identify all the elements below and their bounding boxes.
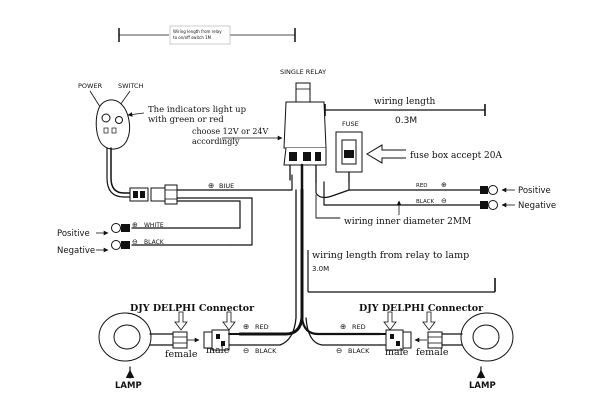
indicator-note-line-1: The indicators light up <box>148 105 247 115</box>
white-wire-label: WHITE <box>144 222 164 229</box>
single-relay: SINGLE RELAY choose 12V or 24V according… <box>192 68 327 192</box>
relay-wiring-length: wiring length 0.3M <box>324 97 486 126</box>
switch-label: SWITCH <box>118 82 144 90</box>
battery-terminals-right: Positive Negative <box>480 185 556 211</box>
plus-symbol-left-lamp: ⊕ <box>243 322 249 331</box>
relay-to-lamp-value: 3.0M <box>312 265 329 273</box>
blue-wire-label: BIUE <box>219 182 234 190</box>
red-wire-label-right: RED <box>352 323 366 331</box>
minus-symbol-left-lamp: ⊖ <box>243 346 249 355</box>
fuse-note: fuse box accept 20A <box>410 151 503 161</box>
plus-symbol-blue: ⊕ <box>208 181 214 190</box>
left-lamp: LAMP <box>98 312 174 391</box>
inner-diameter-note: wiring inner diameter 2MM <box>344 217 471 227</box>
note-box <box>169 25 231 45</box>
plus-symbol-white: ⊕ <box>132 221 138 229</box>
relay-voltage-line-1: choose 12V or 24V <box>192 127 269 136</box>
black-wire-label-top: BLACK <box>416 199 434 205</box>
left-connector-title: DJY DELPHI Connector <box>130 303 255 314</box>
wiring-length-label: wiring length <box>374 97 436 107</box>
positive-label-left: Positive <box>57 229 90 239</box>
red-wire-label-left: RED <box>255 323 269 331</box>
minus-symbol-black: ⊖ <box>132 238 138 246</box>
note-box-line-2: to on/off switch 1M <box>173 35 212 40</box>
positive-label-right: Positive <box>518 186 551 196</box>
negative-label-right: Negative <box>518 201 556 211</box>
right-female-connector <box>427 331 443 349</box>
indicator-note-line-2: with green or red <box>148 115 224 125</box>
switch-button <box>115 116 123 124</box>
left-male-label: male <box>206 345 230 356</box>
right-lamp: LAMP <box>441 312 514 391</box>
left-female-label: female <box>165 349 198 360</box>
switch-plug <box>129 184 178 205</box>
on-off-switch: POWER SWITCH The indicators light up wit… <box>78 82 247 150</box>
relay-to-lamp-label: wiring length from relay to lamp <box>312 250 469 261</box>
plus-symbol-right-lamp: ⊕ <box>340 322 346 331</box>
power-indicator <box>101 113 111 123</box>
battery-terminals-left: ⊕ WHITE ⊖ BLACK Positive Negative <box>57 221 241 256</box>
black-wire-label-bottom-left: BLACK <box>255 347 277 355</box>
note-box-line-1: Wiring length from relay <box>173 29 222 34</box>
relay-to-lamp-length: wiring length from relay to lamp 3.0M <box>307 250 496 293</box>
switch-body <box>95 99 131 150</box>
negative-label-left: Negative <box>57 246 95 256</box>
right-male-label: male <box>385 347 409 358</box>
left-female-connector <box>172 331 188 349</box>
switch-wire-length-note: Wiring length from relay to on/off switc… <box>118 25 296 45</box>
fuse-box: FUSE fuse box accept 20A <box>335 120 503 183</box>
black-wire-label-bottom-right: BLACK <box>348 347 370 355</box>
right-lamp-label: LAMP <box>469 381 496 391</box>
relay-body <box>283 101 327 149</box>
minus-symbol-top: ⊖ <box>441 197 447 205</box>
black-wire-label-left: BLACK <box>144 239 165 246</box>
left-delphi-connector: DJY DELPHI Connector female male <box>130 303 255 360</box>
fuse-title: FUSE <box>342 120 359 128</box>
plus-symbol-top: ⊕ <box>441 181 447 189</box>
wiring-length-value: 0.3M <box>395 116 417 126</box>
right-delphi-connector: DJY DELPHI Connector male female <box>359 303 484 358</box>
relay-title: SINGLE RELAY <box>280 68 326 76</box>
right-female-label: female <box>416 347 449 358</box>
red-wire-label-top: RED <box>416 183 428 189</box>
minus-symbol-right-lamp: ⊖ <box>336 346 342 355</box>
left-lamp-label: LAMP <box>115 381 142 391</box>
relay-voltage-line-2: accordingly <box>192 137 240 146</box>
right-connector-title: DJY DELPHI Connector <box>359 303 484 314</box>
power-label: POWER <box>78 82 103 90</box>
